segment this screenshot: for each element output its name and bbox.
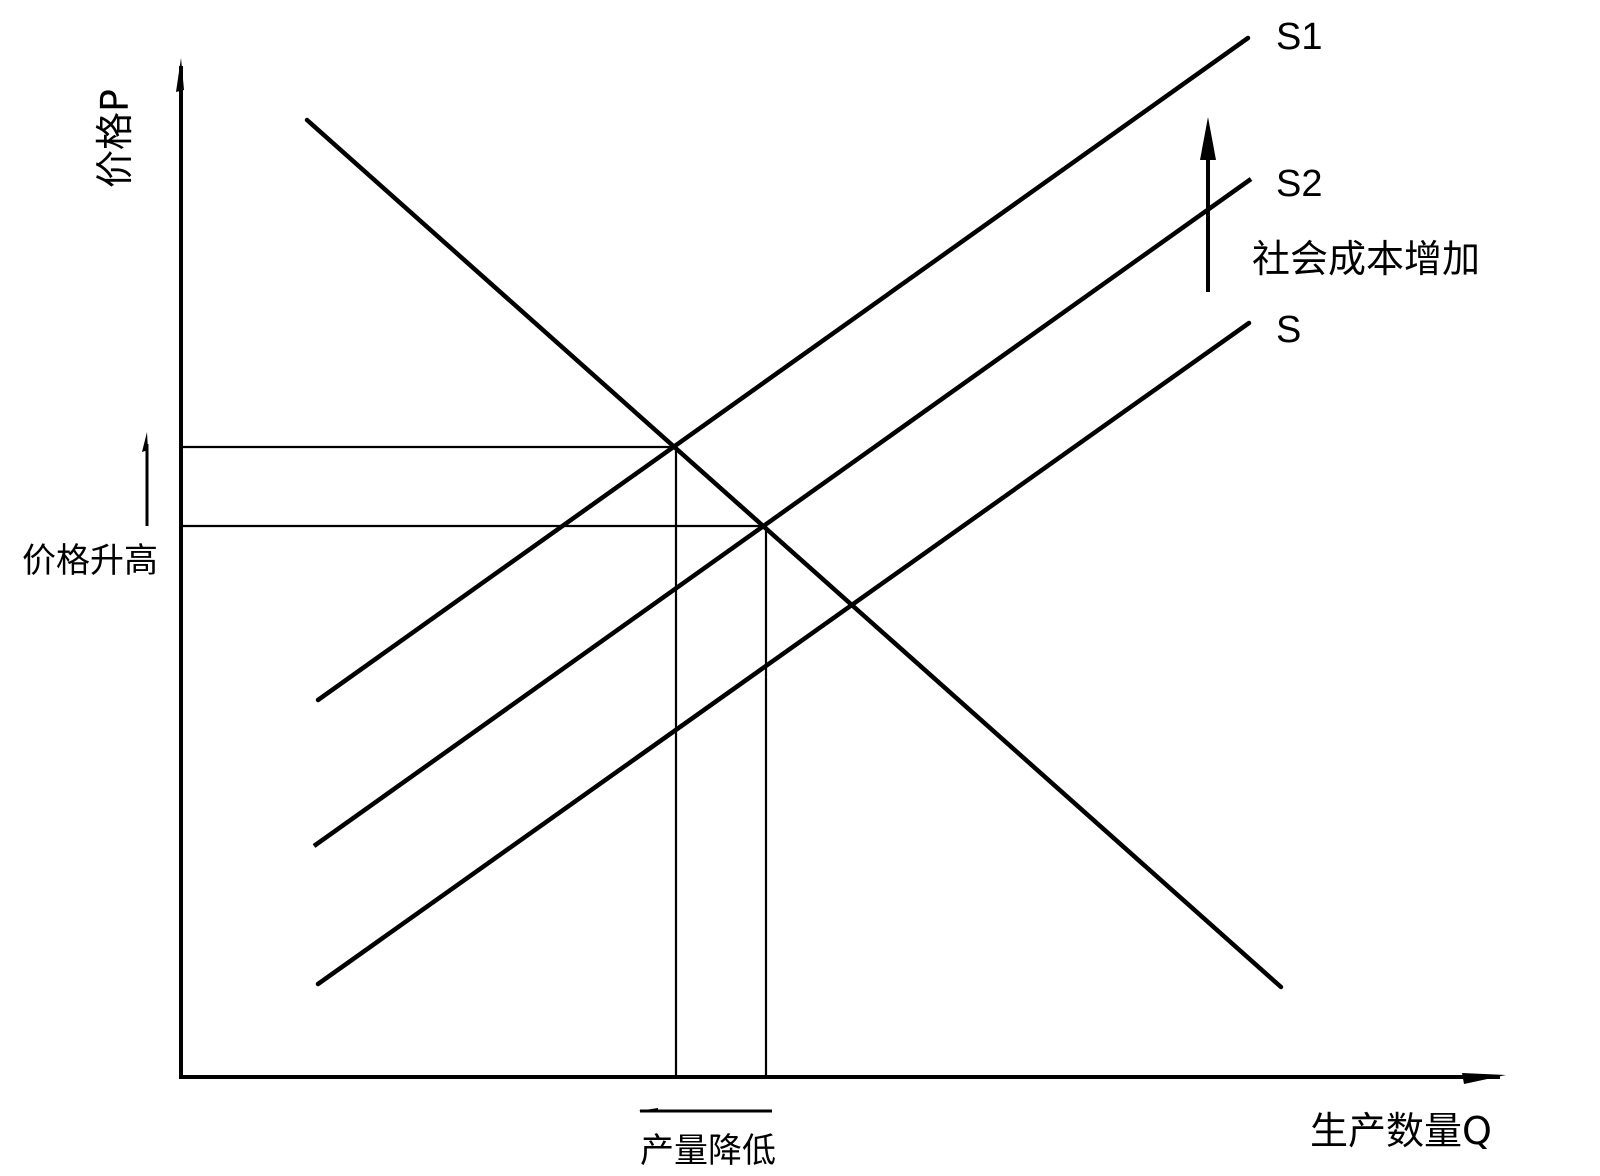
s1-label: S1: [1276, 16, 1323, 58]
price-rise-label: 价格升高: [22, 541, 158, 581]
y-axis-label: 价格P: [93, 89, 137, 188]
cost-increase-label: 社会成本增加: [1252, 237, 1481, 281]
x-axis-label: 生产数量Q: [1310, 1109, 1492, 1153]
output-fall-label: 产量降低: [640, 1131, 776, 1171]
x-axis-arrow-icon: [1462, 1073, 1506, 1084]
supply-curve-s: [315, 320, 1252, 987]
price-arrow-head-icon: [142, 432, 148, 452]
s-label: S: [1276, 309, 1302, 351]
s2-label: S2: [1276, 163, 1323, 205]
demand-curve: [304, 117, 1284, 990]
supply-curve-s2: [312, 177, 1253, 848]
cost-arrow-head-icon: [1200, 117, 1216, 160]
output-arrow-head-icon: [638, 1108, 658, 1112]
y-axis-arrow-icon: [176, 58, 184, 92]
supply-curve-s1: [315, 35, 1251, 703]
